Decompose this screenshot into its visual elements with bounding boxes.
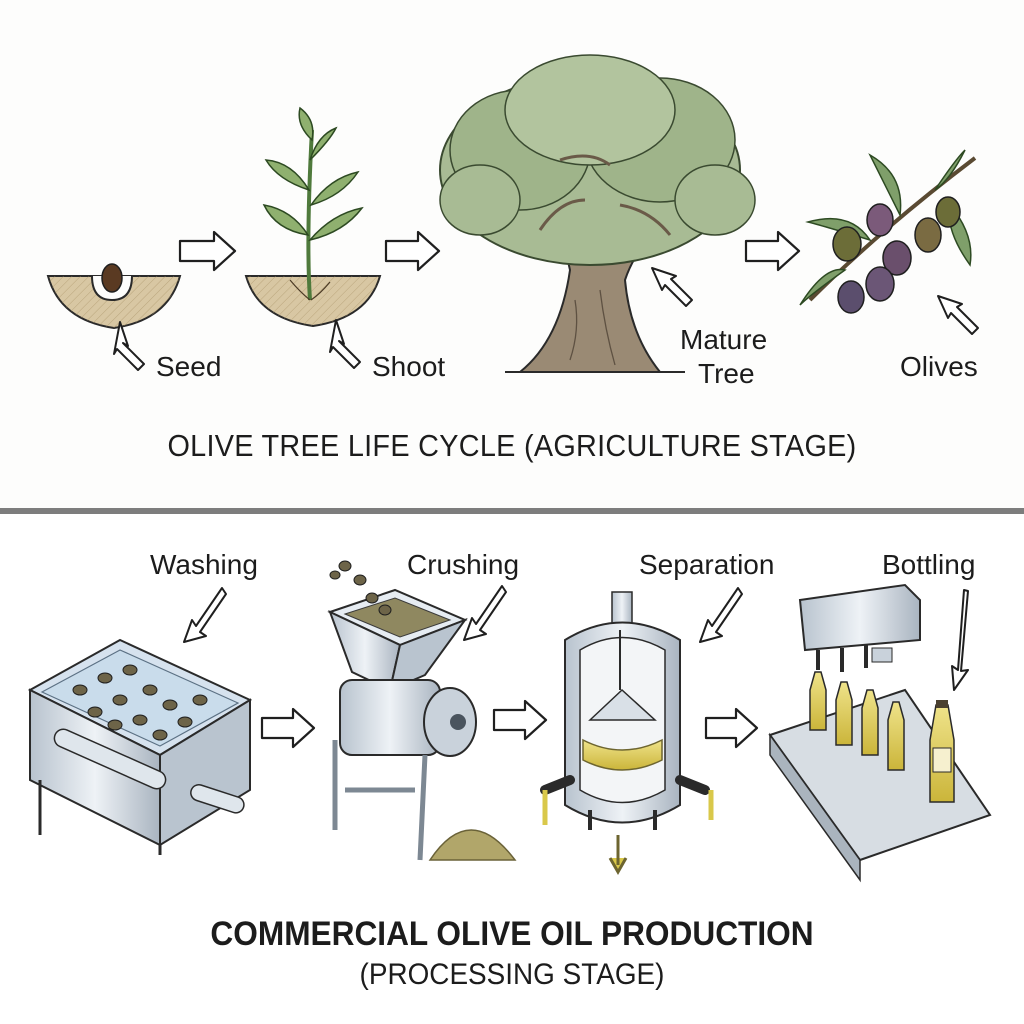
mature-tree-label-line1: Mature [680,324,768,355]
shoot-pointer-arrow [329,319,361,369]
crushing-label: Crushing [407,549,520,580]
flow-arrow-icon [178,230,237,272]
flow-arrow-icon [744,230,801,272]
mature-tree-label-line2: Tree [698,358,755,389]
tree-pointer-arrow [651,267,693,307]
olives-label: Olives [900,351,978,382]
olives-pointer-arrow [937,295,979,335]
olive-branch-icon [799,149,977,314]
separation-label: Separation [639,549,775,580]
crusher-icon [327,560,517,861]
flow-arrow-icon [704,707,759,749]
separation-pointer-arrow [699,587,743,643]
washing-tank-icon [27,638,253,855]
agriculture-stage-title: OLIVE TREE LIFE CYCLE (AGRICULTURE STAGE… [167,428,857,463]
washing-label: Washing [150,549,258,580]
tree-icon [439,54,756,373]
crushing-pointer-arrow [463,585,507,641]
separator-icon [540,591,714,876]
bottling-label: Bottling [882,549,976,580]
seed-icon [46,263,182,330]
seed-pointer-arrow [113,321,145,371]
section-divider [0,508,1024,514]
bottling-line-icon [768,583,992,883]
seed-label: Seed [156,351,222,382]
bottling-pointer-arrow [951,589,969,691]
flow-arrow-icon [492,699,548,741]
flow-arrow-icon [260,707,316,749]
shoot-icon [244,106,382,328]
processing-stage-title: COMMERCIAL OLIVE OIL PRODUCTION [210,915,814,953]
flow-arrow-icon [384,230,441,272]
processing-stage-subtitle: (PROCESSING STAGE) [359,958,665,991]
washing-pointer-arrow [183,587,227,643]
shoot-label: Shoot [372,351,446,382]
